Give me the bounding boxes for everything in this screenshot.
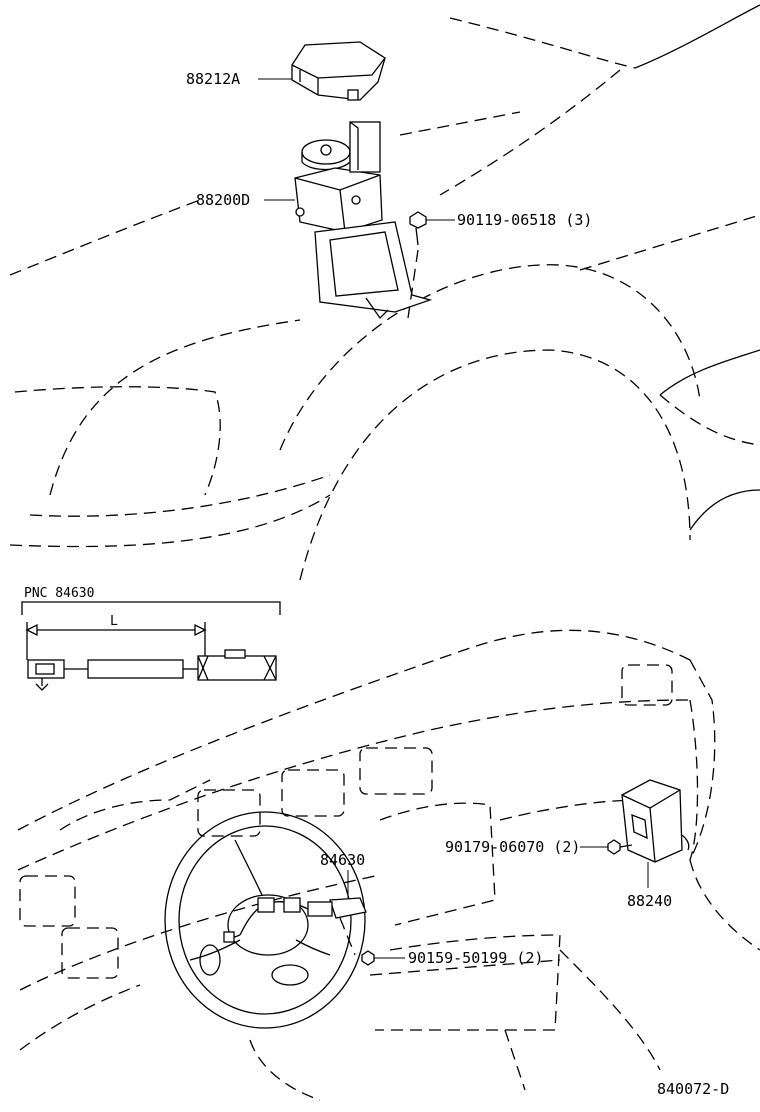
screw-part-right xyxy=(607,839,633,855)
label-cover: 88212A xyxy=(186,70,240,88)
label-length: L xyxy=(110,614,118,629)
label-screw-right: 90179-06070 (2) xyxy=(445,838,580,856)
figure-code: 840072-D xyxy=(657,1080,729,1098)
label-computer: 88240 xyxy=(627,892,672,910)
pnc-wiring-detail xyxy=(21,601,281,691)
label-bolt-top: 90119-06518 (3) xyxy=(457,211,592,229)
cruise-actuator-part xyxy=(294,121,433,320)
label-switch: 84630 xyxy=(320,851,365,869)
screw-part-left xyxy=(339,917,375,966)
cruise-switch-part xyxy=(223,897,367,943)
steering-wheel xyxy=(164,811,366,1029)
label-actuator: 88200D xyxy=(196,191,250,209)
actuator-cover-part xyxy=(291,41,386,101)
label-screw-left: 90159-50199 (2) xyxy=(408,949,543,967)
vehicle-body-outline-top xyxy=(9,4,760,581)
dashboard-outline xyxy=(17,629,760,1101)
cruise-computer-part xyxy=(621,779,690,863)
label-pnc: PNC 84630 xyxy=(24,586,94,601)
bolt-part-top xyxy=(407,211,427,319)
